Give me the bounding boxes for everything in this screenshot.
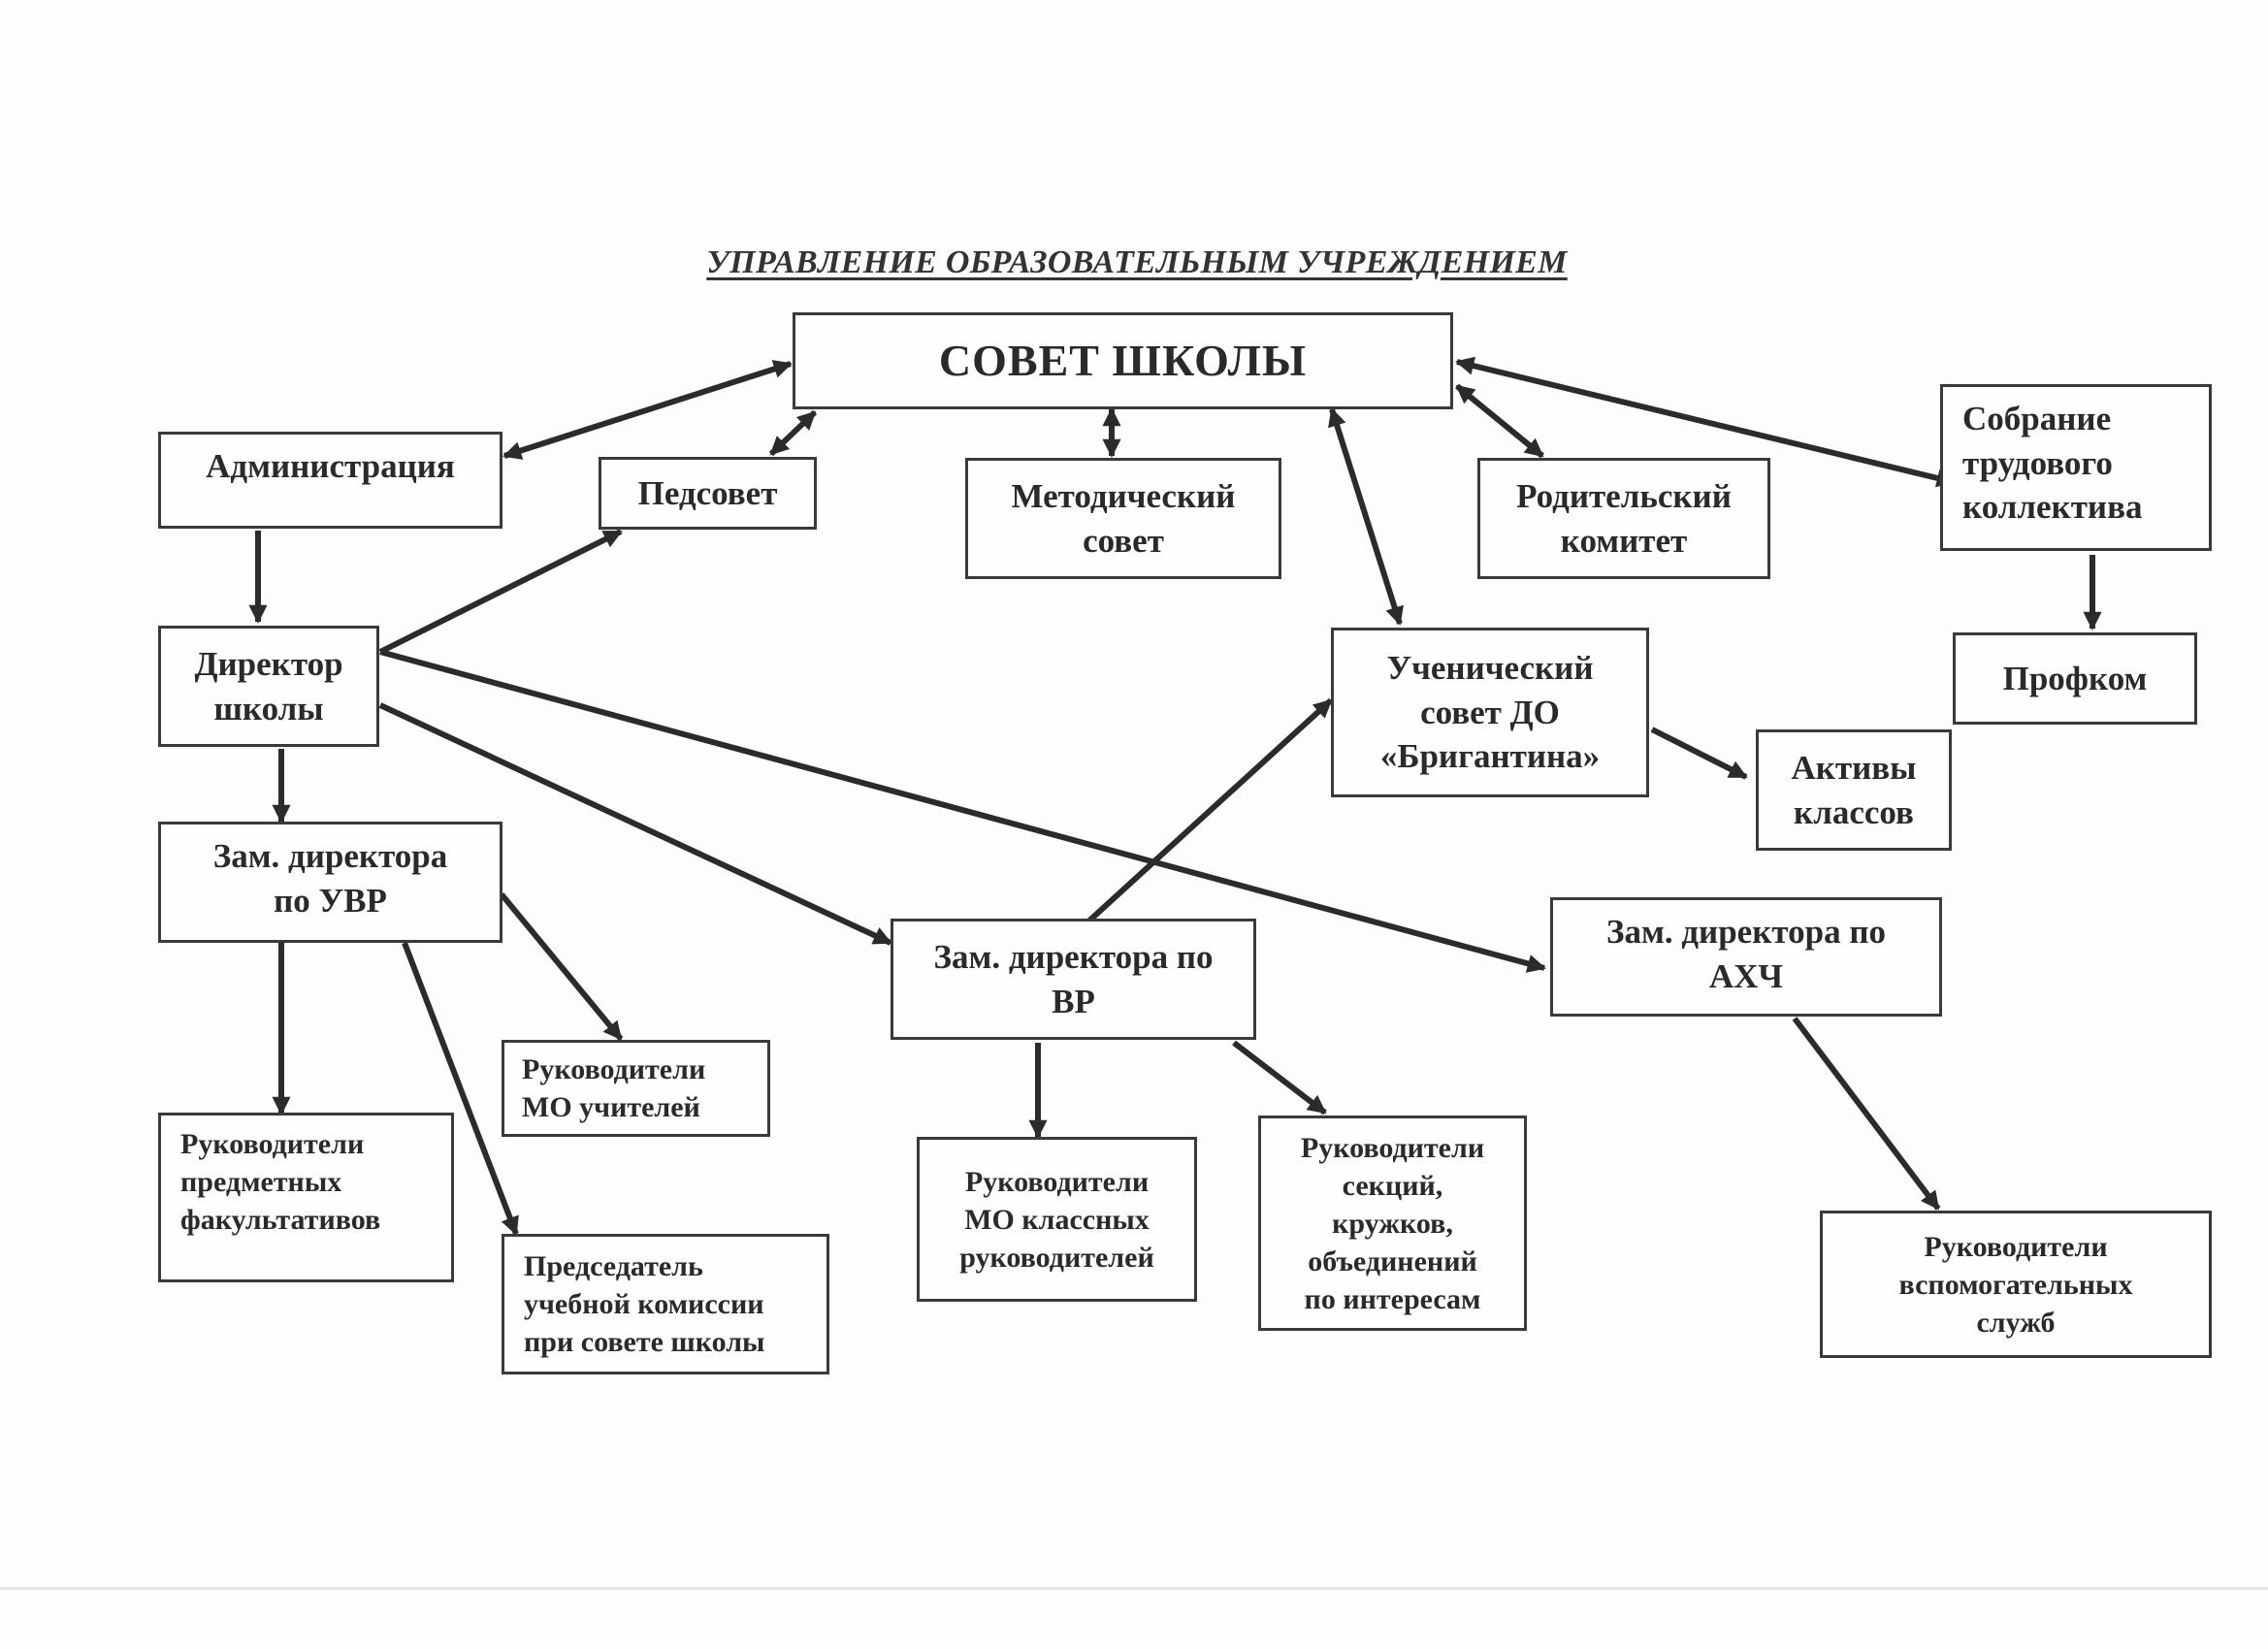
node-label: Собрание трудового коллектива [1962,400,2143,526]
edge-sovet-admin [502,360,793,460]
node-label: Администрация [206,447,455,485]
node-aktivy-klassov: Активы классов [1756,729,1952,851]
node-ruk-fakultativov: Руководители предметных факультативов [158,1113,454,1282]
edge-sovet-uchenich [1328,407,1404,626]
node-label: Руководители предметных факультативов [180,1128,381,1236]
edge-director-zam-vr [378,702,892,946]
edge-zam-vr-uchenich [1085,697,1334,924]
edge-director-zam-ahch [379,649,1546,973]
node-label: Руководители вспомогательных служб [1898,1230,2133,1339]
edge-zam-uvr-mo-uch [499,892,624,1041]
node-sobranie-kollektiva: Собрание трудового коллектива [1940,384,2212,551]
node-profkom: Профком [1953,632,2197,725]
node-uchenicheskiy-sovet: Ученический совет ДО «Бригантина» [1331,628,1649,797]
node-label: Профком [2002,659,2148,697]
node-zam-ahch: Зам. директора по АХЧ [1550,897,1942,1017]
node-roditelskiy-komitet: Родительский комитет [1477,458,1770,579]
node-label: Зам. директора по УВР [212,837,448,920]
node-pedsovet: Педсовет [599,457,817,530]
node-label: Родительский комитет [1516,477,1732,560]
node-label: Руководители секций, кружков, объединени… [1300,1131,1485,1315]
edge-uchenich-aktivy [1650,727,1748,780]
node-ruk-mo-uchiteley: Руководители МО учителей [502,1040,770,1137]
node-label: Методический совет [1011,477,1236,560]
node-label: Руководители МО учителей [522,1053,706,1123]
node-metodicheskiy-sovet: Методический совет [965,458,1281,579]
edge-zam-vr-sekc [1232,1040,1327,1116]
edge-zam-uvr-predsedatel [402,941,519,1236]
node-zam-uvr: Зам. директора по УВР [158,822,502,943]
edge-director-pedsovet [378,529,623,655]
node-label: Председатель учебной комиссии при совете… [524,1250,765,1358]
node-predsedatel-komissii: Председатель учебной комиссии при совете… [502,1234,829,1374]
node-zam-vr: Зам. директора по ВР [891,919,1256,1040]
node-direktor: Директор школы [158,626,379,747]
node-label: Зам. директора по АХЧ [1606,913,1886,995]
node-sovet-shkoly: СОВЕТ ШКОЛЫ [793,312,1453,409]
node-label: Руководители МО классных руководителей [959,1165,1154,1274]
node-ruk-sekciy: Руководители секций, кружков, объединени… [1258,1116,1527,1331]
node-ruk-vspomogatelnyh: Руководители вспомогательных служб [1820,1211,2212,1358]
edge-zam-ahch-vspom [1792,1017,1941,1211]
edge-sovet-roditel [1455,383,1544,459]
node-label: Директор школы [194,645,343,728]
scan-edge-line [0,1587,2268,1590]
node-label: СОВЕТ ШКОЛЫ [938,336,1308,386]
diagram-title: УПРАВЛЕНИЕ ОБРАЗОВАТЕЛЬНЫМ УЧРЕЖДЕНИЕМ [706,244,1568,280]
node-label: Ученический совет ДО «Бригантина» [1379,649,1601,776]
edge-sovet-pedsovet [768,409,818,457]
edge-sovet-sobranie [1455,356,1956,488]
node-label: Педсовет [637,473,778,512]
node-label: Активы классов [1791,749,1917,831]
node-administraciya: Администрация [158,432,502,529]
node-label: Зам. директора по ВР [933,938,1214,1020]
node-ruk-mo-klassnyh: Руководители МО классных руководителей [917,1137,1197,1302]
